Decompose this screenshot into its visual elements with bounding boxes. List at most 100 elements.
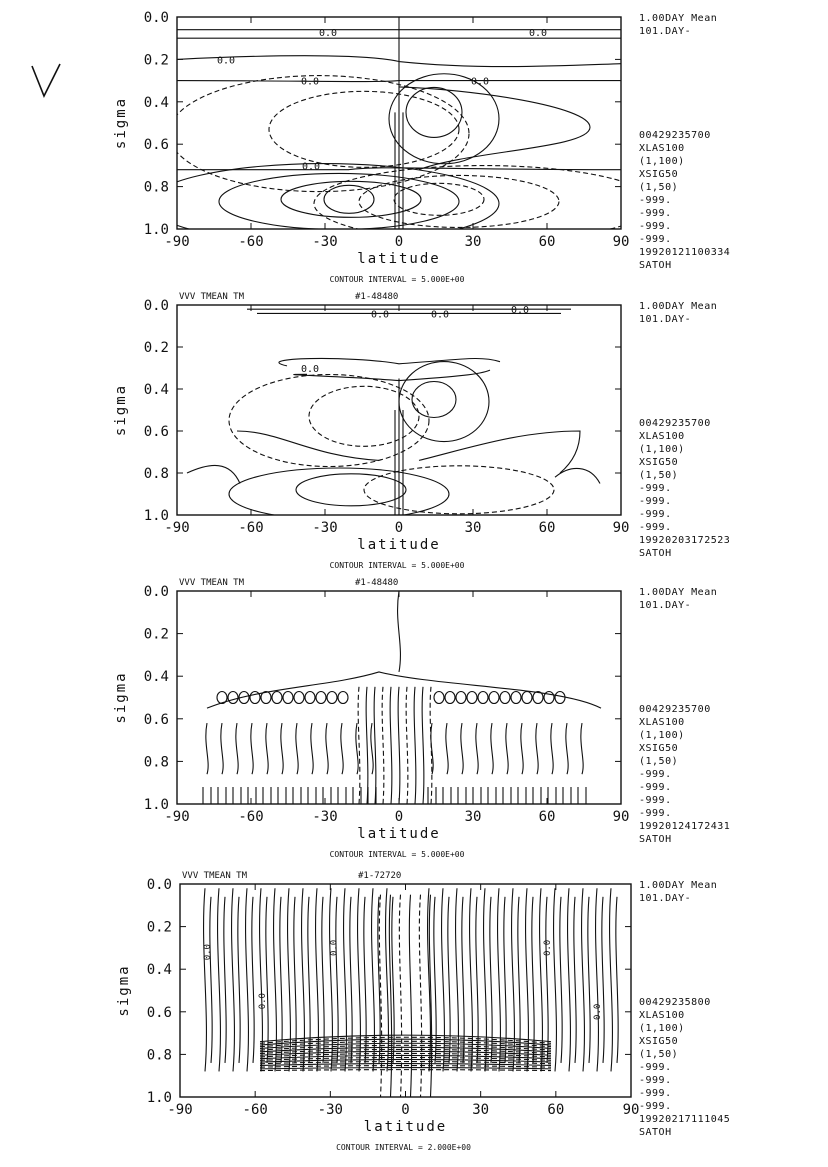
panel-header-id: #1-48480: [355, 578, 398, 588]
x-tick-label: -60: [243, 1102, 268, 1118]
contour-line: [358, 174, 560, 228]
contour-line: [335, 896, 339, 1063]
y-tick-label: 0.6: [144, 137, 169, 153]
panel-header-id: #1-72720: [358, 871, 401, 881]
side-info-line: -999.: [639, 1075, 672, 1086]
contour-line: [559, 896, 563, 1063]
contour-line: [227, 690, 239, 705]
x-tick-label: -60: [238, 520, 263, 536]
contour-line: [259, 1038, 552, 1046]
contour-line: [260, 690, 272, 705]
contour-line: [236, 430, 581, 474]
contour-line: [265, 722, 269, 775]
y-tick-label: 0.4: [147, 962, 172, 978]
contour-line: [595, 888, 599, 1072]
contour-line: [413, 686, 417, 804]
contour-line: [315, 888, 319, 1072]
x-tick-label: 90: [613, 520, 630, 536]
contour-line: [428, 894, 433, 1097]
y-tick-label: 0.2: [144, 340, 169, 356]
contour-line: [259, 1050, 552, 1056]
contour-line: [483, 888, 487, 1072]
y-tick-label: 0.0: [144, 298, 169, 314]
contour-line: [259, 1060, 552, 1065]
contour-line: [315, 690, 327, 705]
contour-line: [231, 888, 235, 1072]
contour-interval-label: CONTOUR INTERVAL = 5.000E+00: [330, 850, 465, 859]
side-info-line: (1,50): [639, 470, 679, 481]
side-info-line: 00429235700: [639, 418, 711, 429]
contour-line: [177, 75, 470, 193]
contour-line: [388, 894, 393, 1097]
y-tick-label: 0.8: [144, 754, 169, 770]
contour-line: [349, 896, 353, 1063]
contour-line: [517, 896, 521, 1063]
contour-line: [205, 722, 209, 775]
contour-line: [393, 182, 485, 216]
contour-label: 0.0: [329, 940, 339, 956]
contour-label: 0.0: [471, 77, 489, 88]
contour-line: [397, 686, 401, 804]
contour-label: 0.0: [371, 309, 389, 320]
contour-line: [377, 896, 381, 1063]
contour-line: [455, 690, 467, 705]
contour-line: [577, 786, 587, 804]
contour-line: [503, 896, 507, 1063]
contour-line: [418, 894, 423, 1097]
side-info-line: SATOH: [639, 548, 672, 559]
contour-line: [565, 722, 569, 775]
contour-line: [279, 896, 283, 1063]
contour-line: [203, 888, 207, 1072]
side-info-line: 1.00DAY Mean: [639, 880, 718, 891]
contour-line: [271, 690, 283, 705]
contour-line: [405, 686, 409, 804]
contour-line: [206, 671, 602, 709]
side-info-line: 19920124172431: [639, 821, 731, 832]
contour-line: [307, 786, 317, 804]
contour-line: [505, 722, 509, 775]
y-axis-label: sigma: [113, 671, 129, 723]
side-info-line: XLAS100: [639, 1010, 685, 1021]
contour-line: [475, 896, 479, 1063]
x-tick-label: -30: [312, 520, 337, 536]
side-info-line: (1,50): [639, 1049, 679, 1060]
contour-line: [223, 896, 227, 1063]
contour-line: [292, 786, 302, 804]
contour-line: [545, 896, 549, 1063]
side-info-line: XLAS100: [639, 717, 685, 728]
contour-line: [268, 90, 460, 168]
contour-line: [259, 1044, 552, 1051]
contour-line: [525, 888, 529, 1072]
contour-label: 0.0: [543, 940, 553, 956]
contour-line: [609, 888, 613, 1072]
contour-line: [262, 786, 272, 804]
side-info-line: (1,50): [639, 182, 679, 193]
contour-line: [381, 686, 385, 804]
contour-field: [202, 591, 602, 804]
side-info-line: 19920217111045: [639, 1114, 731, 1125]
contour-line: [397, 591, 401, 673]
side-info-line: -999.: [639, 808, 672, 819]
contour-line: [259, 1042, 552, 1049]
side-info-line: XSIG50: [639, 169, 679, 180]
contour-line: [391, 896, 395, 1063]
contour-line: [405, 86, 463, 138]
contour-line: [447, 896, 451, 1063]
contour-line: [313, 165, 621, 229]
contour-line: [547, 786, 557, 804]
contour-line: [587, 896, 591, 1063]
contour-label: 0.0: [511, 305, 529, 316]
contour-line: [433, 896, 437, 1063]
side-info-line: -999.: [639, 221, 672, 232]
contour-line: [228, 467, 450, 515]
contour-line: [532, 690, 544, 705]
contour-line: [554, 690, 566, 705]
contour-line: [502, 786, 512, 804]
x-tick-label: 60: [539, 520, 556, 536]
